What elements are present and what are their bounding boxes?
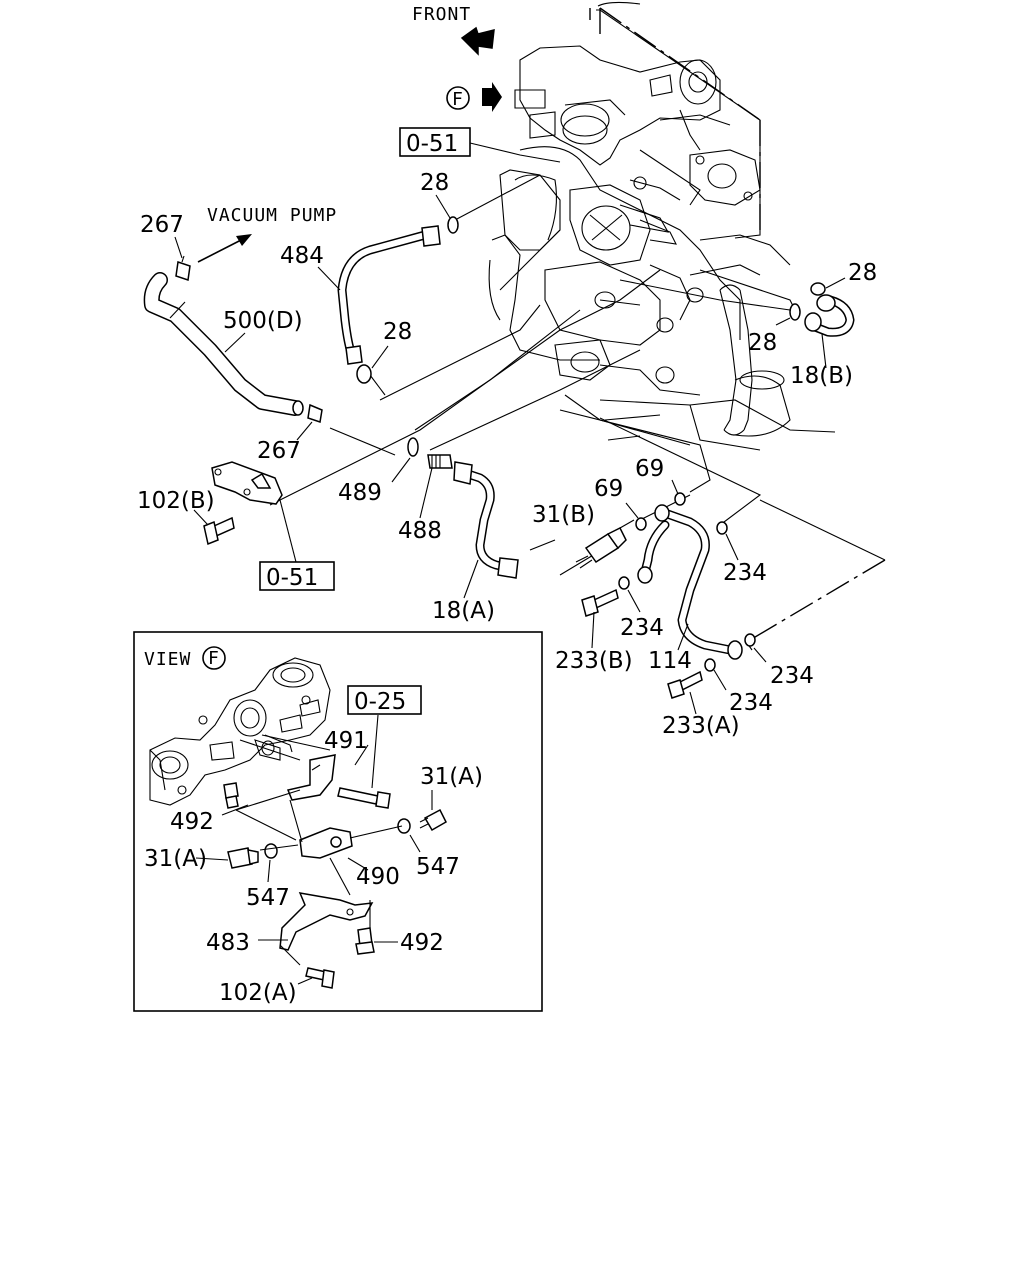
front-arrow-icon [460,26,495,56]
callout-491: 491 [324,728,368,754]
sensor-31a-right [419,808,447,832]
callout-233b: 233(B) [555,648,633,674]
vacuum-hose-500d [143,272,304,416]
callout-483: 483 [206,930,250,956]
pipe-114 [637,504,743,660]
hose-clamp-267-bottom [307,403,323,423]
callout-69-upper: 69 [635,456,664,482]
callout-484: 484 [280,243,324,269]
view-f-frame [133,631,543,1012]
washer-234-d [704,658,716,672]
callout-234-c: 234 [770,663,814,689]
vacuum-pump-label: VACUUM PUMP [207,205,337,226]
washer-69-lower [635,517,647,531]
reference-0-25-text: 0-25 [354,689,406,715]
callout-102a: 102(A) [219,980,297,1006]
sensor-31a-left [227,847,259,869]
bracket-plate [211,461,283,505]
hose-clamp-267-top [175,255,191,281]
leader-lines [269,142,886,651]
callout-18a: 18(A) [432,598,495,624]
reference-box-0-25: 0-25 [347,685,422,715]
pipe-18a [453,461,519,579]
reference-0-51-bottom-text: 0-51 [266,565,318,591]
callout-547-right: 547 [416,854,460,880]
callout-234-d: 234 [729,690,773,716]
view-f-circle-icon [202,646,226,670]
washer-489 [407,437,419,457]
callout-500d: 500(D) [223,308,303,334]
callout-28-mid: 28 [383,319,412,345]
union-488 [427,454,453,469]
callout-31a-left: 31(A) [144,846,207,872]
sensor-bracket-490 [299,827,353,859]
callout-102b: 102(B) [137,488,215,514]
reference-box-0-51-bottom: 0-51 [259,499,335,591]
view-f-inset: VIEW F [133,631,543,1012]
washer-28-right-upper [810,282,826,296]
callout-492-right: 492 [400,930,444,956]
reference-0-51-top-text: 0-51 [406,131,458,157]
callout-31a-right: 31(A) [420,764,483,790]
bolt-233a [667,670,703,699]
reference-box-0-51-top: 0-51 [399,127,471,157]
view-f-title: VIEW [144,649,191,670]
callout-69-lower: 69 [594,476,623,502]
callout-114: 114 [648,648,692,674]
callout-233a: 233(A) [662,713,740,739]
callout-28-top: 28 [420,170,449,196]
callout-leaders [174,194,846,715]
vacuum-pipe-484 [337,225,441,365]
pipe-18b [804,294,855,337]
callout-489: 489 [338,480,382,506]
view-f-title-marker: F [208,648,220,669]
callout-267-top: 267 [140,212,184,238]
washer-28-mid [356,364,372,384]
washer-234-a [716,521,728,535]
callout-492-left: 492 [170,809,214,835]
bolt-492-right [355,927,375,955]
bracket-483 [279,892,374,951]
washer-547-right [397,818,411,834]
view-direction-arrow-icon [482,82,502,112]
callout-234-b: 234 [620,615,664,641]
sensor-31b [575,519,635,569]
front-label: FRONT [412,4,471,25]
callout-28-right-lower: 28 [748,330,777,356]
inset-leader-lines [195,714,433,985]
washer-234-c [744,633,756,647]
bolt-102a [305,967,335,989]
washer-547-left [264,843,278,859]
callout-267-bottom: 267 [257,438,301,464]
callout-28-right-upper: 28 [848,260,877,286]
inset-manifold-drawing [149,657,331,806]
washer-69-upper [674,492,686,506]
callout-234-a: 234 [723,560,767,586]
engine-block-drawing [488,1,836,451]
washer-234-b [618,576,630,590]
bolt-102b [203,516,235,546]
vacuum-pump-arrow-icon [197,234,252,263]
bolt-492-left [223,782,239,809]
bolt-233b [581,588,619,617]
washer-28-top [447,216,459,234]
callout-18b: 18(B) [790,363,853,389]
view-f-marker: F [446,86,470,110]
callout-490: 490 [356,864,400,890]
inset-bolt-0-25 [337,787,391,809]
callout-488: 488 [398,518,442,544]
washer-28-right-lower [789,303,801,321]
callout-547-left: 547 [246,885,290,911]
view-f-marker-text: F [452,89,464,110]
bracket-491 [286,754,336,801]
callout-31b: 31(B) [532,502,595,528]
